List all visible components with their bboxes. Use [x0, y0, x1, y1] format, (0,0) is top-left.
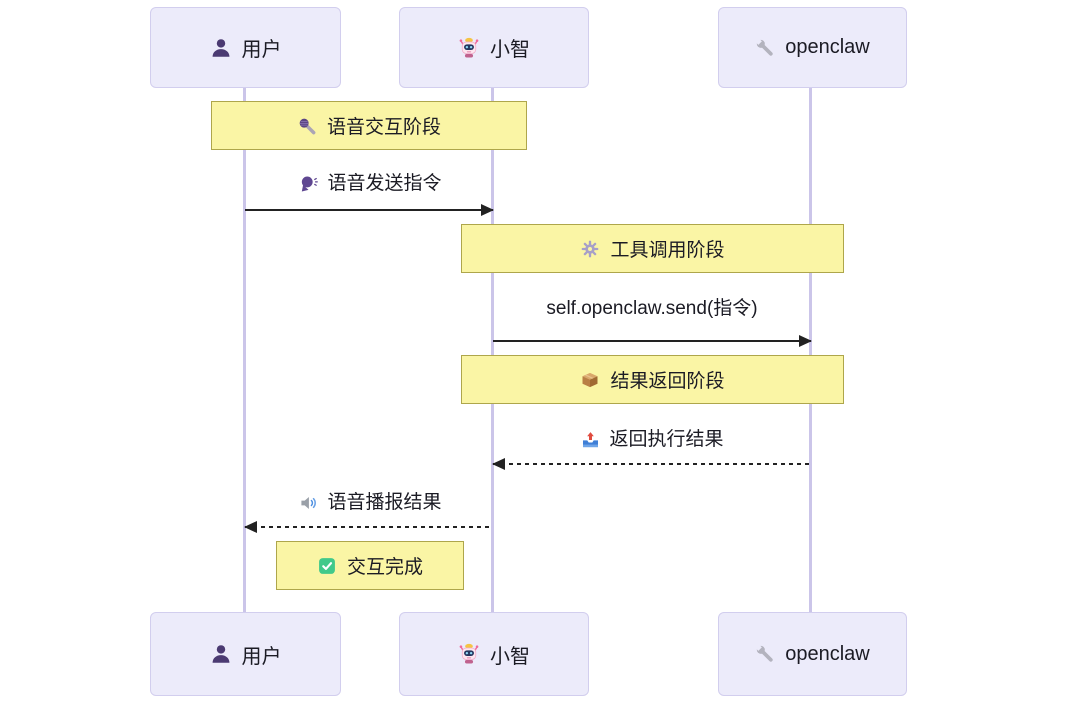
message-openclaw-send: self.openclaw.send(指令): [546, 296, 757, 322]
outbox-icon: [580, 430, 600, 450]
actor-label: openclaw: [785, 642, 870, 665]
message-label: 语音发送指令: [327, 173, 442, 194]
lifeline-user: [243, 86, 246, 613]
actor-label: 小智: [490, 39, 530, 61]
note-interaction-complete: 交互完成: [276, 541, 464, 590]
speaker-icon: [298, 493, 318, 513]
note-label: 结果返回阶段: [610, 371, 725, 392]
actor-label: 小智: [490, 645, 530, 668]
lifeline-openclaw: [809, 86, 812, 613]
check-icon: [317, 556, 337, 576]
arrow-voice-broadcast: [244, 521, 493, 533]
speaking-head-icon: [298, 174, 318, 194]
arrow-voice-command: [245, 204, 494, 216]
arrowhead-right-icon: [481, 204, 494, 216]
actor-xiaozhi-top: 小智: [399, 7, 589, 88]
actor-label: 用户: [241, 39, 282, 61]
actor-user-bottom: 用户: [150, 612, 341, 696]
actor-label: openclaw: [785, 36, 870, 58]
robot-icon: [458, 37, 480, 59]
note-label: 语音交互阶段: [326, 117, 441, 138]
arrowhead-left-icon: [492, 458, 505, 470]
actor-openclaw-bottom: openclaw: [718, 612, 907, 696]
note-label: 交互完成: [346, 557, 423, 578]
wrench-icon: [755, 37, 775, 58]
person-icon: [210, 37, 232, 59]
actor-xiaozhi-bottom: 小智: [399, 612, 589, 696]
message-label: 返回执行结果: [609, 429, 724, 450]
arrow-return-result: [492, 458, 811, 470]
actor-openclaw-top: openclaw: [718, 7, 907, 88]
note-label: 工具调用阶段: [610, 240, 725, 261]
microphone-icon: [297, 116, 317, 136]
actor-label: 用户: [241, 645, 282, 668]
robot-icon: [458, 643, 480, 665]
arrow-openclaw-send: [493, 335, 812, 347]
note-result-return-phase: 结果返回阶段: [461, 355, 844, 404]
package-icon: [580, 370, 600, 390]
actor-user-top: 用户: [150, 7, 341, 88]
person-icon: [210, 643, 232, 665]
note-voice-interaction-phase: 语音交互阶段: [211, 101, 527, 150]
wrench-icon: [755, 644, 775, 664]
message-label: 语音播报结果: [327, 492, 442, 513]
note-tool-call-phase: 工具调用阶段: [461, 224, 844, 273]
message-voice-command: 语音发送指令: [298, 171, 442, 197]
message-return-result: 返回执行结果: [580, 427, 724, 453]
gear-icon: [580, 239, 600, 259]
message-label: self.openclaw.send(指令): [546, 298, 758, 319]
arrowhead-right-icon: [799, 335, 812, 347]
arrowhead-left-icon: [244, 521, 257, 533]
lifeline-xiaozhi: [491, 86, 494, 613]
message-voice-broadcast: 语音播报结果: [298, 490, 442, 516]
